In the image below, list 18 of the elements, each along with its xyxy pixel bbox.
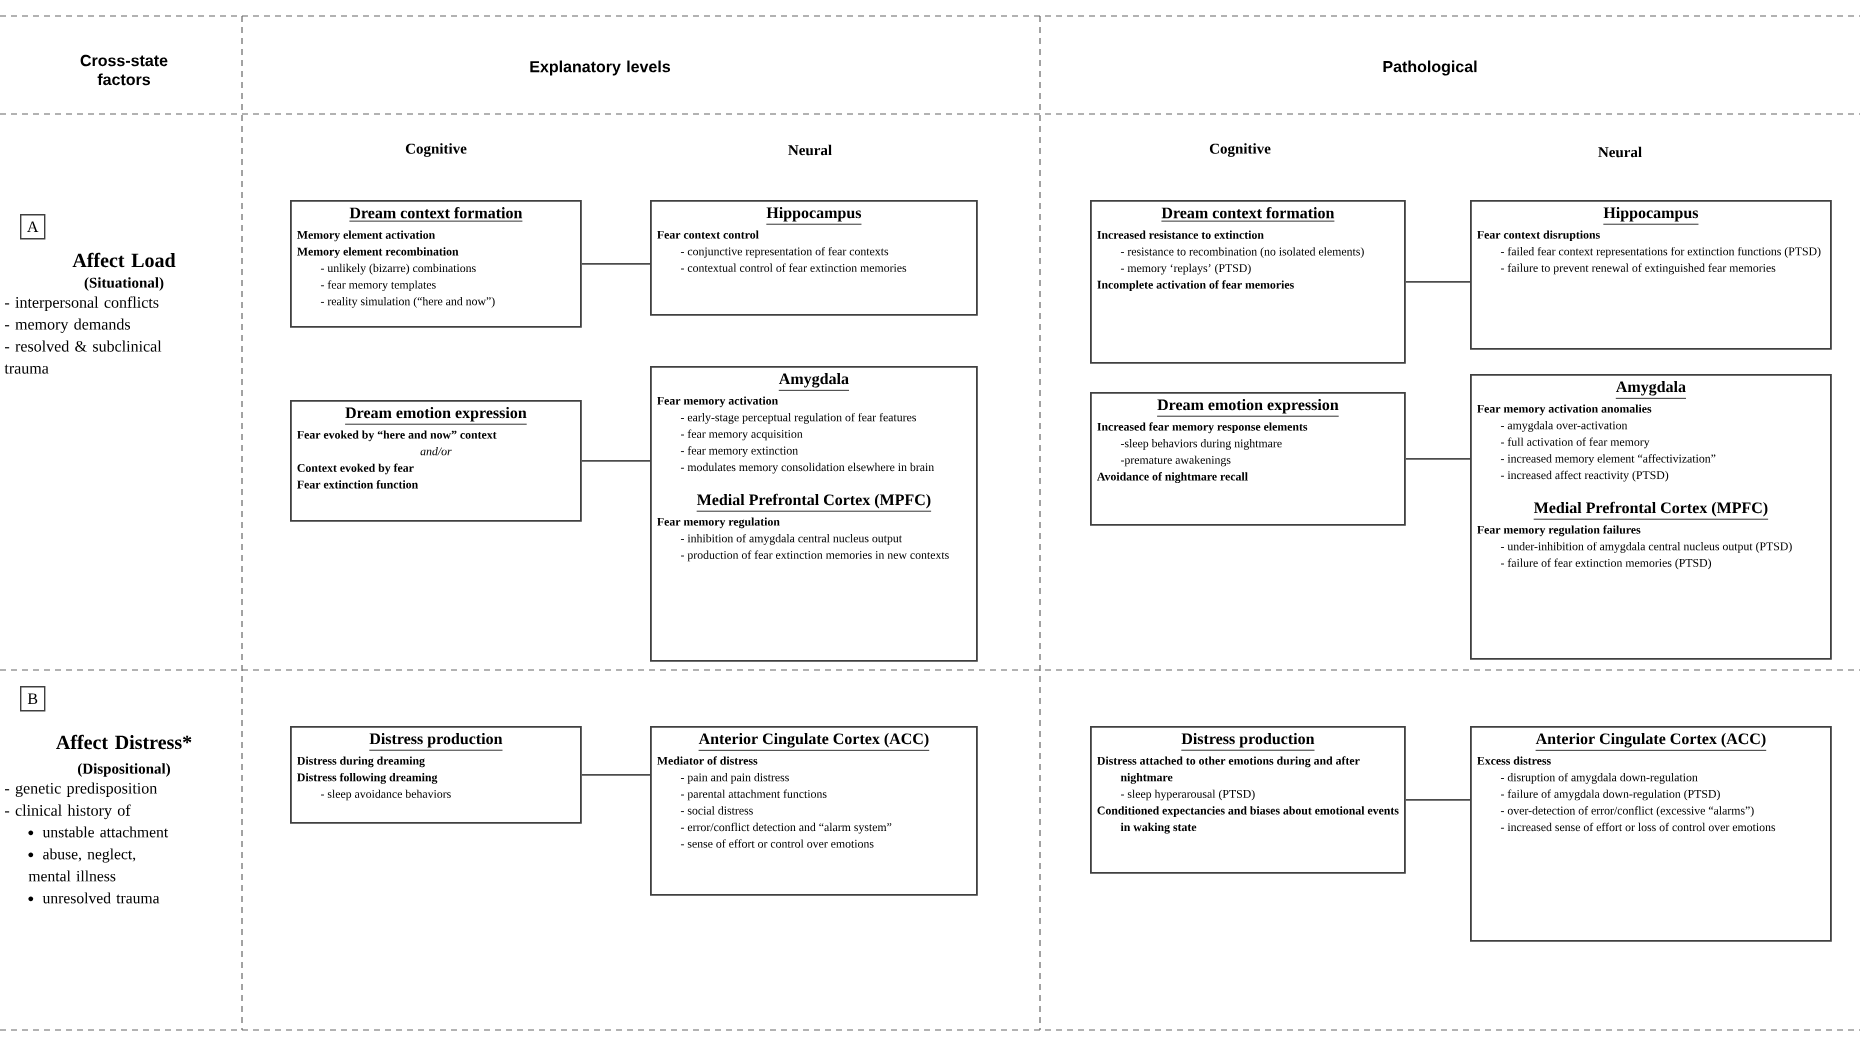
list-item: - resolved & subclinical trauma bbox=[4, 340, 162, 374]
factor-title: Affect Distress* bbox=[56, 734, 192, 750]
list-item: - memory demands bbox=[5, 318, 130, 333]
column-header: Pathological bbox=[1383, 60, 1477, 76]
list-item: - clinical history of bbox=[5, 804, 131, 820]
connector-line bbox=[1405, 458, 1471, 460]
column-header: Explanatory levels bbox=[530, 60, 671, 76]
factor-title: Affect Load bbox=[72, 252, 176, 268]
list-item: - interpersonal conflicts bbox=[5, 296, 159, 312]
connector-line bbox=[1405, 281, 1471, 283]
connector-line bbox=[1405, 799, 1471, 801]
connector-line bbox=[581, 263, 651, 265]
connector-line bbox=[581, 460, 651, 462]
column-header: Cross-state factors bbox=[80, 54, 168, 86]
list-item: - genetic predisposition bbox=[5, 782, 157, 797]
section-letter-box: A bbox=[20, 214, 46, 240]
section-letter-box: B bbox=[20, 686, 46, 712]
connector-line bbox=[581, 774, 651, 776]
